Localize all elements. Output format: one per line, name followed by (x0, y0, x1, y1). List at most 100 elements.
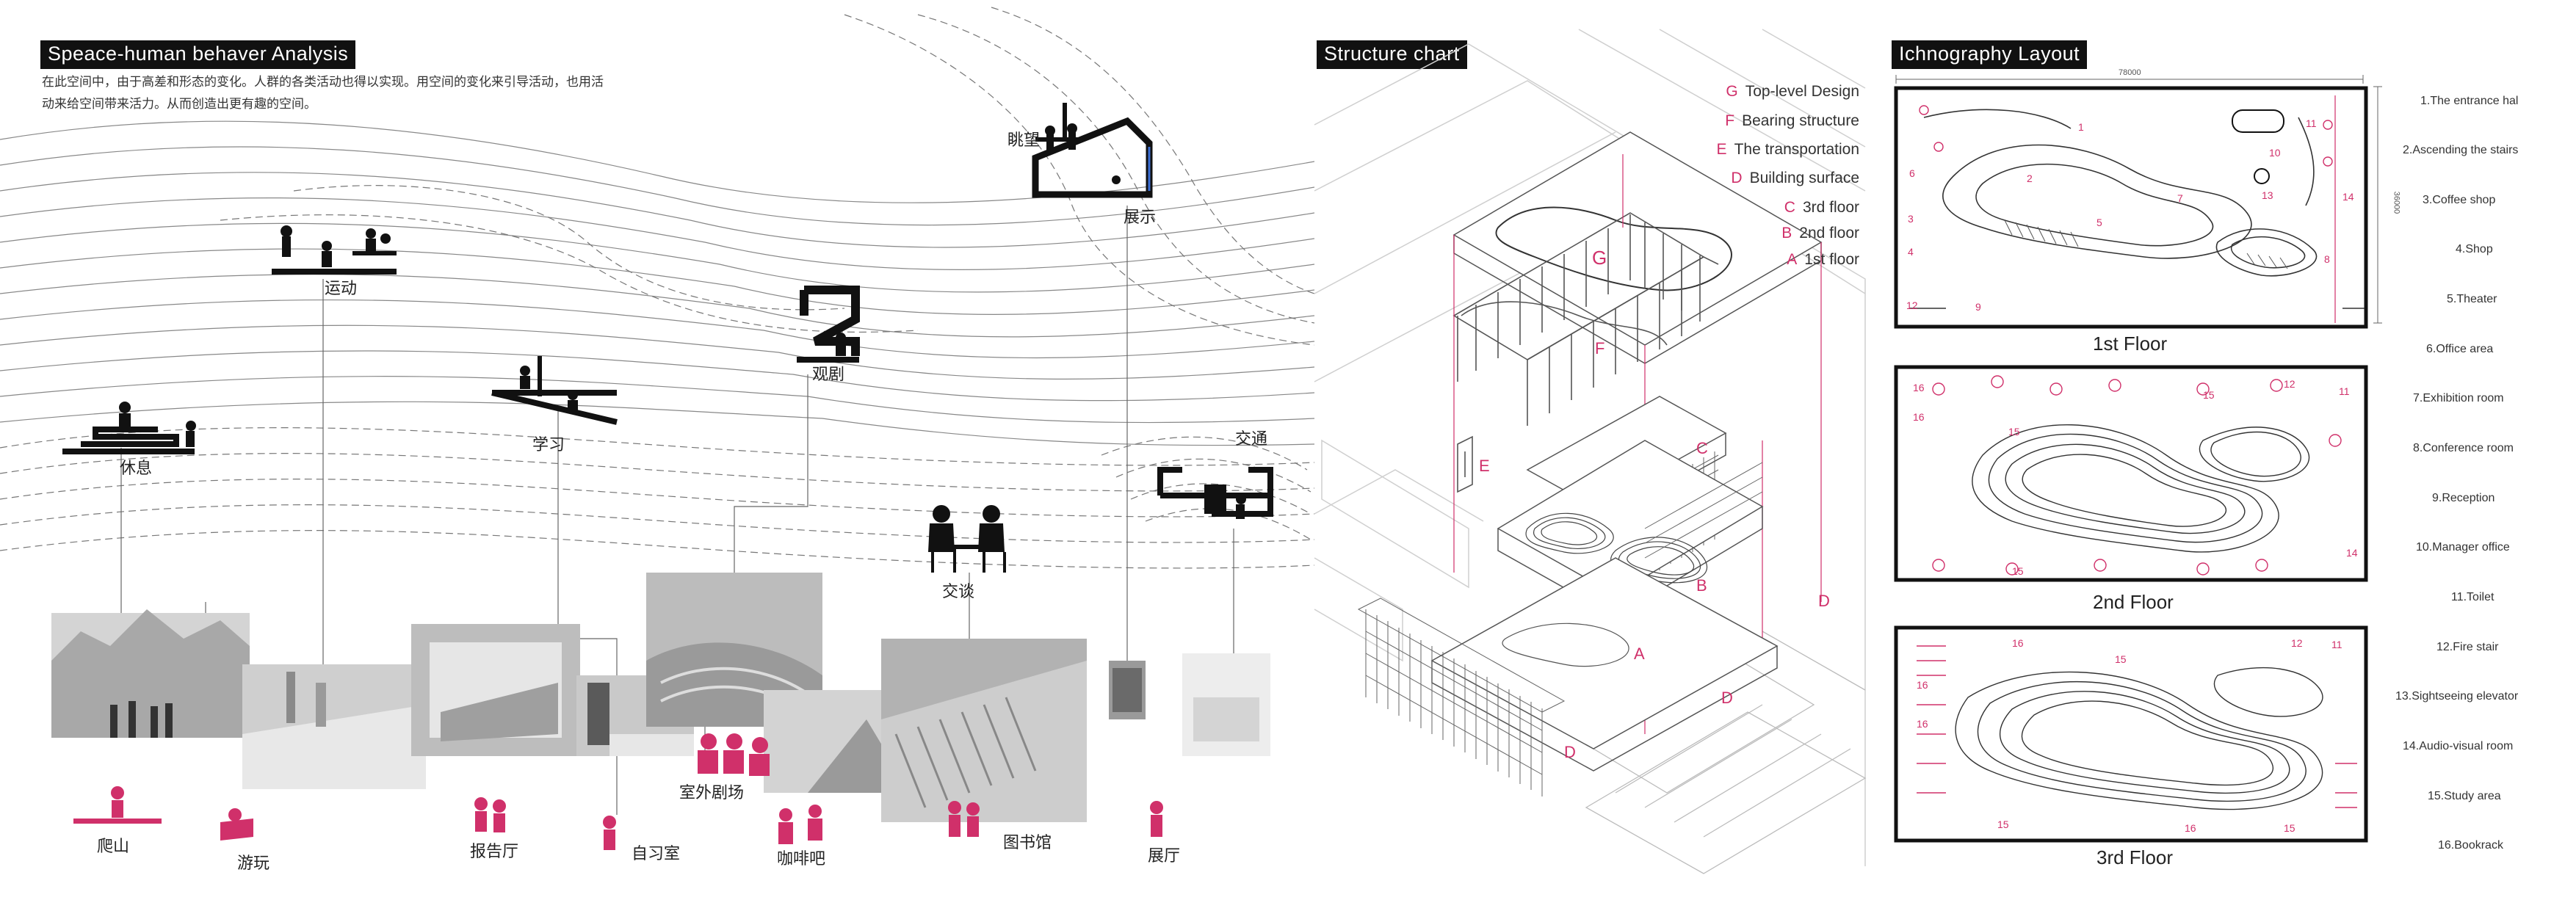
plan-number: 16 (1913, 382, 1925, 393)
rest-steps (62, 402, 196, 454)
observe-structure (1032, 103, 1153, 198)
plan-number: 13 (2262, 189, 2273, 201)
plan-number: 12 (1906, 300, 1918, 311)
plan-number: 5 (2096, 217, 2102, 228)
pink-figures (73, 733, 1163, 850)
legend-letter: C (1784, 199, 1795, 216)
legend-label: The transportation (1734, 141, 1859, 158)
legend-letter: F (1725, 112, 1735, 129)
legend-letter: D (1731, 170, 1743, 186)
room-item: 11.Toilet (2451, 591, 2494, 603)
axon-letter-e: E (1479, 457, 1490, 475)
plan-number: 6 (1909, 167, 1915, 179)
layer-f (1452, 212, 1719, 426)
plan-number: 16 (2185, 822, 2196, 834)
layer-b (1497, 440, 1764, 617)
plan-number: 15 (2203, 389, 2215, 401)
room-item: 2.Ascending the stairs (2403, 144, 2519, 156)
plan-number: 15 (2284, 822, 2295, 834)
talk-figures (928, 505, 1006, 573)
analysis-description-line2: 动来给空间带来活力。从而创造出更有趣的空间。 (42, 97, 316, 112)
room-item: 6.Office area (2426, 343, 2494, 355)
room-item: 10.Manager office (2416, 541, 2510, 554)
floor-label-3: 3rd Floor (2096, 846, 2174, 868)
axon-letter-d1: D (1818, 592, 1830, 610)
legend-d: D Building surface (1731, 170, 1859, 187)
room-item: 1.The entrance hal (2420, 95, 2519, 107)
ichnography-title: Ichnography Layout (1892, 40, 2088, 69)
analysis-description-line1: 在此空间中，由于高差和形态的变化。人群的各类活动也得以实现。用空间的变化来引导活… (42, 75, 604, 90)
axon-letter-a: A (1634, 645, 1645, 663)
place-shiwaijuchang: 室外剧场 (679, 784, 745, 802)
plan-number: 12 (2291, 637, 2303, 649)
axon-letter-f: F (1595, 339, 1605, 357)
legend-label: Building surface (1749, 170, 1859, 186)
plan-number: 16 (1917, 679, 1928, 691)
legend-label: 3rd floor (1802, 199, 1859, 216)
place-youwan: 游玩 (237, 854, 270, 873)
room-item: 9.Reception (2432, 492, 2495, 504)
legend-a: A 1st floor (1787, 251, 1859, 269)
analysis-title: Speace-human behaver Analysis (40, 40, 356, 69)
activity-tiaowang: 眺望 (1007, 131, 1041, 150)
activity-jiaotong: 交通 (1235, 430, 1268, 449)
floor-label-2: 2nd Floor (2093, 591, 2174, 613)
site-blocks (1585, 631, 1867, 874)
plan-number: 16 (1913, 411, 1925, 423)
dimension-height: 36000 (2392, 191, 2401, 214)
study-structure (491, 356, 618, 425)
legend-label: Top-level Design (1745, 83, 1859, 100)
room-item: 4.Shop (2456, 243, 2493, 255)
transport-stairs (1157, 467, 1273, 519)
place-pashan: 爬山 (97, 838, 130, 856)
room-item: 7.Exhibition room (2413, 392, 2504, 404)
plan-number: 11 (2339, 385, 2350, 397)
activity-zhanshi: 展示 (1124, 208, 1157, 227)
plan-number: 16 (2012, 637, 2024, 649)
plan-number: 11 (2331, 639, 2342, 650)
plan-number: 7 (2177, 192, 2183, 204)
plan-number: 2 (2027, 173, 2033, 184)
room-item: 3.Coffee shop (2423, 194, 2496, 206)
plan-number: 10 (2269, 147, 2281, 159)
theater-structure (797, 286, 860, 363)
legend-label: Bearing structure (1742, 112, 1859, 129)
behavior-diagram (0, 7, 1314, 850)
legend-c: C 3rd floor (1784, 199, 1859, 217)
plan-number: 14 (2346, 547, 2358, 559)
legend-letter: B (1781, 225, 1792, 242)
plan-number: 3 (1908, 213, 1914, 225)
activity-yundong: 运动 (325, 280, 358, 298)
analysis-description: 在此空间中，由于高差和形态的变化。人群的各类活动也得以实现。用空间的变化来引导活… (42, 71, 673, 115)
place-zhanting: 展厅 (1148, 847, 1181, 865)
room-item: 15.Study area (2428, 790, 2501, 802)
structure-title: Structure chart (1317, 40, 1467, 69)
axon-letter-d2: D (1721, 689, 1733, 707)
activity-xuexi: 学习 (532, 436, 565, 454)
activity-guanju: 观剧 (812, 366, 845, 384)
plan-number: 15 (1997, 819, 2009, 830)
plan-floor-1 (1894, 86, 2368, 329)
plan-number: 15 (2012, 565, 2024, 577)
room-item: 14.Audio-visual room (2403, 740, 2514, 752)
legend-letter: G (1726, 83, 1738, 100)
activity-jiaotan: 交谈 (942, 583, 975, 601)
plan-number: 15 (2115, 653, 2127, 665)
legend-label: 1st floor (1804, 251, 1859, 268)
legend-g: G Top-level Design (1726, 83, 1859, 101)
plan-number: 9 (1975, 301, 1981, 313)
layer-g (1452, 131, 1823, 364)
room-item: 5.Theater (2447, 293, 2497, 305)
plan-number: 4 (1908, 246, 1914, 258)
plan-number: 12 (2284, 378, 2295, 390)
axon-letter-b: B (1696, 576, 1707, 595)
legend-label: 2nd floor (1799, 225, 1859, 242)
place-baogaoting: 报告厅 (470, 843, 519, 861)
photo-collage (51, 573, 1270, 822)
axon-letter-g: G (1592, 247, 1607, 269)
plan-floor-3 (1894, 625, 2368, 843)
dimension-lines (1895, 75, 2382, 324)
plan-number: 16 (1917, 718, 1928, 730)
legend-letter: A (1787, 251, 1798, 268)
